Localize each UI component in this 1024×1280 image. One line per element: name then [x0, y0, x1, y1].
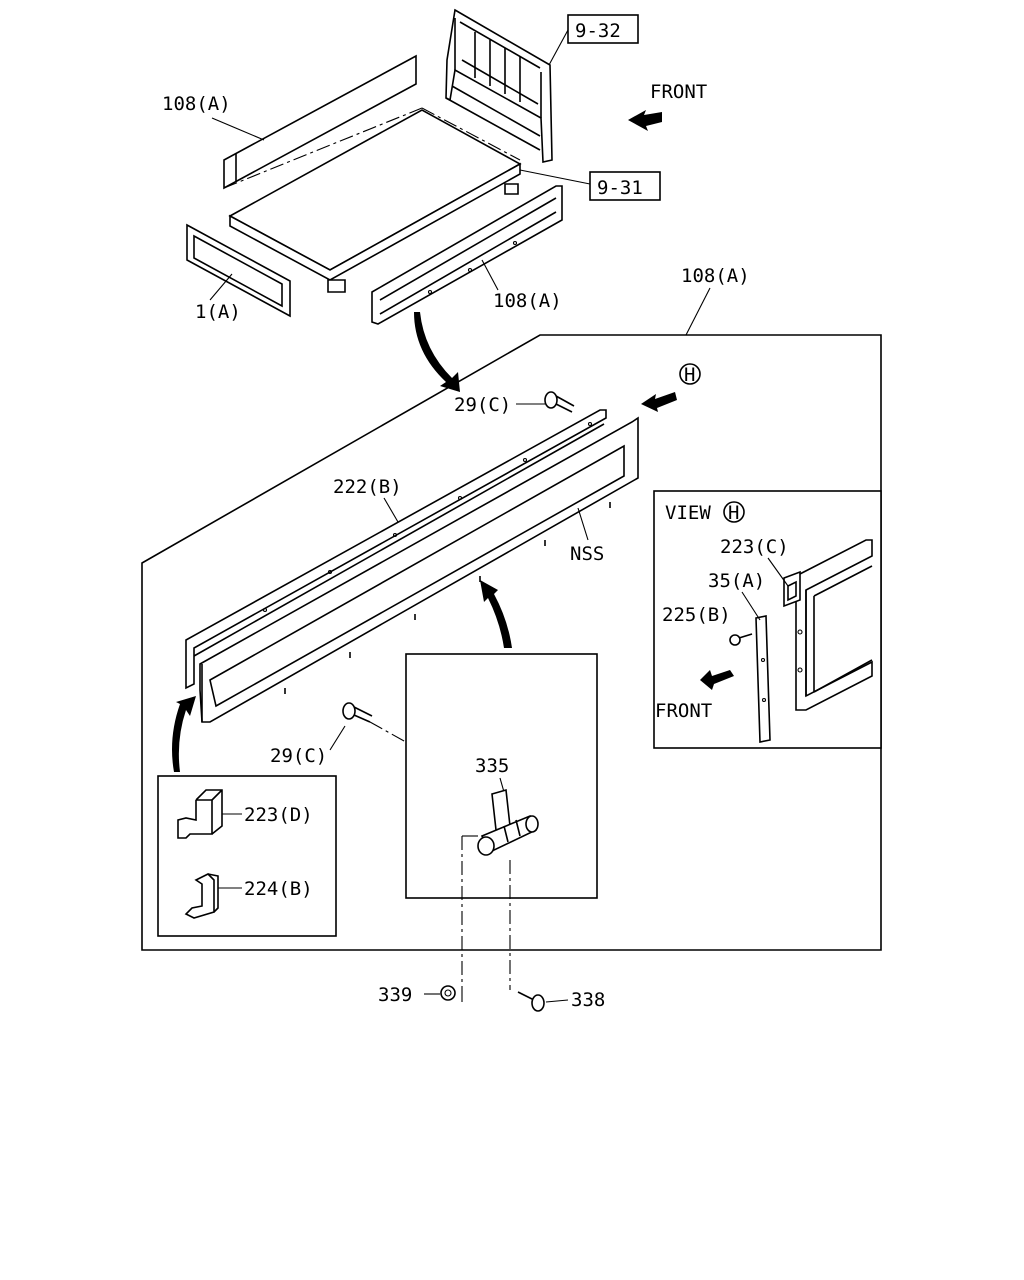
hook-d-icon [177, 789, 223, 839]
front-label-top: FRONT [650, 81, 707, 103]
strip-a-label: 35(A) [708, 570, 765, 592]
side-panel-upper [223, 54, 417, 190]
detail-title-label: 108(A) [681, 265, 750, 287]
nss-label: NSS [570, 543, 604, 565]
view-h-marker-label: H [684, 364, 695, 386]
front-arrow-inset-icon [700, 670, 734, 690]
bolt-lower-label: 29(C) [270, 745, 327, 767]
callout-arrow-hook-icon [172, 696, 196, 772]
view-h-inset-marker-label: H [728, 502, 739, 524]
hinge-icon [477, 788, 539, 856]
front-arrow-top-icon [628, 110, 662, 131]
clip-b-icon [184, 873, 219, 919]
pin-icon [517, 991, 545, 1012]
ref-9-32-box: 9-32 [548, 14, 639, 66]
side-panel-lower [371, 185, 563, 325]
strip-a-icon [755, 615, 771, 743]
hook-d-label: 223(D) [244, 804, 313, 826]
bolt-top-icon [544, 391, 575, 413]
headboard-gate [445, 8, 553, 163]
clip-b-label: 224(B) [244, 878, 313, 900]
front-label-inset: FRONT [655, 700, 712, 722]
nut-icon [440, 985, 456, 1001]
callout-arrow-hinge-icon [480, 580, 512, 648]
inset-panel-frame [795, 539, 873, 711]
view-title-label: VIEW [665, 502, 711, 524]
side-panel-lower-label: 108(A) [493, 290, 562, 312]
ref-9-32-label: 9-32 [575, 20, 621, 42]
bracket-c-icon [783, 570, 801, 608]
floor-deck [223, 107, 522, 293]
hinge-inset [405, 653, 598, 899]
view-h-marker-icon [679, 363, 701, 385]
view-h-inset-marker-icon [723, 501, 745, 523]
pin-label: 338 [571, 989, 605, 1011]
side-panel-upper-label: 108(A) [162, 93, 231, 115]
view-h-arrow-icon [641, 392, 677, 412]
nut-label: 339 [378, 984, 412, 1006]
tail-panel-label: 1(A) [195, 301, 241, 323]
bolt-top-label: 29(C) [454, 394, 511, 416]
bracket-c-label: 223(C) [720, 536, 789, 558]
callout-arrow-top-icon [414, 312, 460, 392]
rail-label: 222(B) [333, 476, 402, 498]
tail-panel [186, 223, 291, 318]
hinge-label: 335 [475, 755, 509, 777]
ref-9-31-label: 9-31 [597, 177, 643, 199]
screw-b-label: 225(B) [662, 604, 731, 626]
hook-inset [157, 775, 337, 937]
ref-9-31-box: 9-31 [519, 169, 661, 201]
screw-b-icon [729, 633, 753, 646]
rail-assembly [185, 409, 639, 723]
bolt-lower-icon [342, 702, 373, 723]
